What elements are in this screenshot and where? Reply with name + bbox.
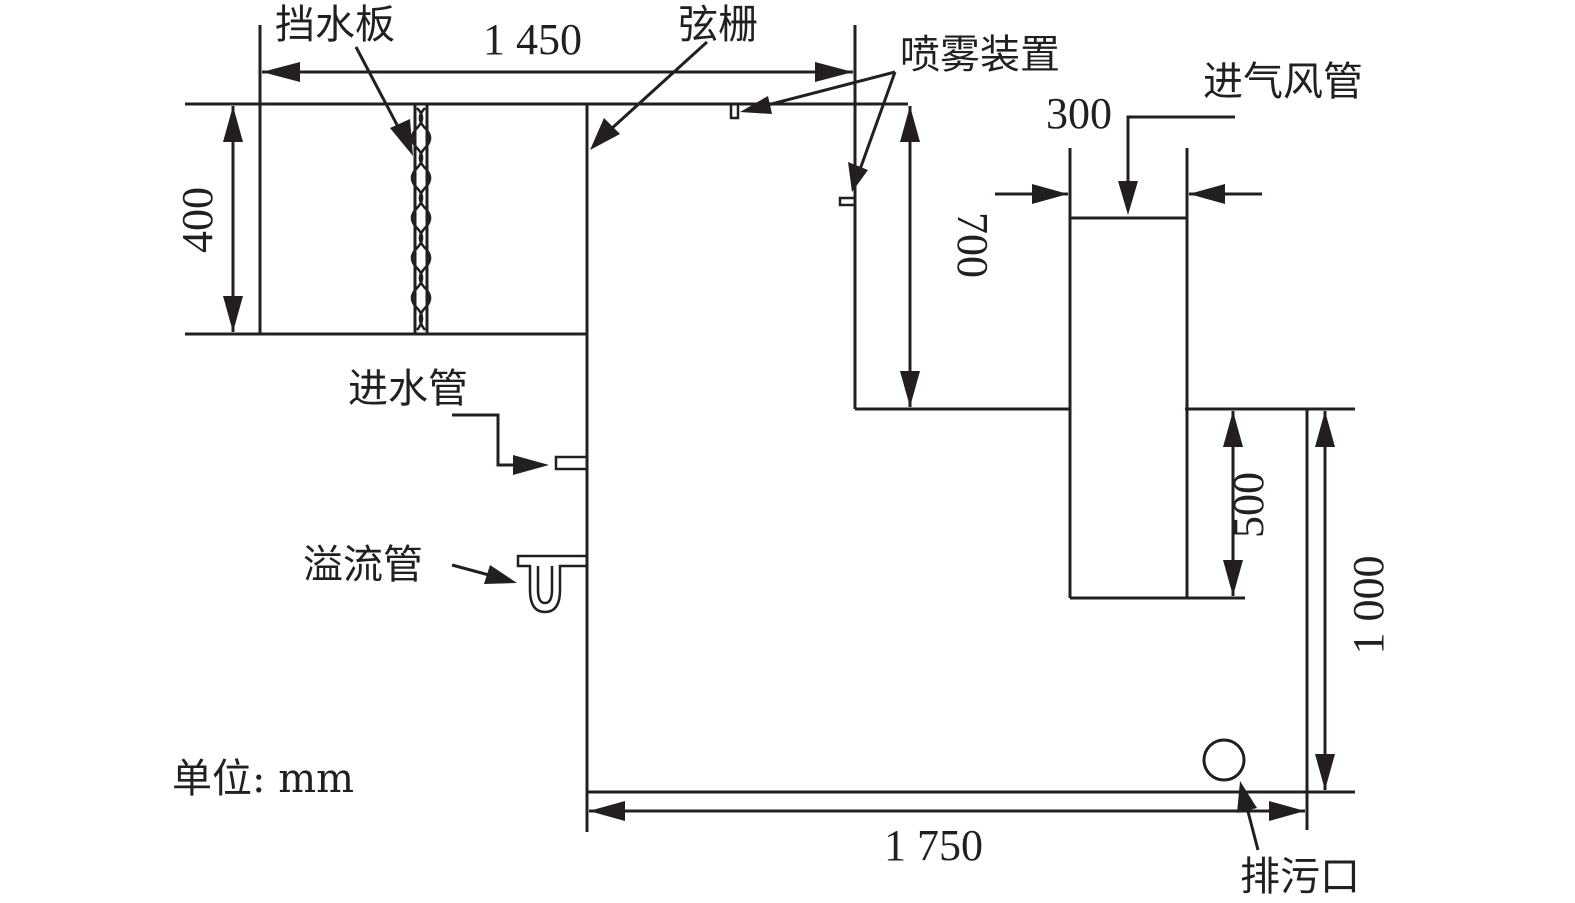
spray-nozzle-top <box>729 102 740 120</box>
dim-duct-width <box>995 184 1262 204</box>
dim-bottom-width-label: 1 750 <box>884 821 983 870</box>
label-spray-device: 喷雾装置 <box>900 32 1060 78</box>
leader-spray <box>740 70 897 192</box>
dim-tank-height-label: 1 000 <box>1344 556 1393 655</box>
dim-upper-right-height-label: 700 <box>948 212 997 278</box>
water-inlet-stub <box>554 455 589 471</box>
air-inlet-duct <box>1068 148 1245 600</box>
label-string-grid: 弦栅 <box>678 2 758 48</box>
label-water-inlet-pipe: 进水管 <box>348 366 468 412</box>
dim-upper-right-height <box>900 106 920 407</box>
leader-air-inlet <box>1118 115 1235 215</box>
dim-left-height <box>223 106 243 332</box>
label-drain-outlet: 排污口 <box>1240 854 1360 900</box>
dim-top-width-label: 1 450 <box>483 15 582 64</box>
dim-duct-width-label: 300 <box>1046 89 1112 138</box>
label-overflow-pipe: 溢流管 <box>303 542 423 588</box>
spray-chamber <box>853 25 1355 411</box>
label-baffle: 挡水板 <box>275 2 395 48</box>
dim-left-height-label: 400 <box>173 187 222 253</box>
drain-outlet-circle <box>1202 738 1246 782</box>
leader-string-grid <box>590 40 709 150</box>
leader-water-inlet <box>452 413 549 475</box>
unit-note: 单位: mm <box>172 756 354 802</box>
leader-baffle <box>354 46 413 156</box>
dim-top-width <box>262 62 853 82</box>
leader-drain <box>1237 781 1260 851</box>
dim-duct-insert <box>1223 411 1243 596</box>
dim-bottom-width <box>585 766 1305 832</box>
inlet-duct-housing <box>185 25 908 832</box>
baffle-plate <box>410 104 432 334</box>
dim-duct-insert-label: 500 <box>1224 472 1273 538</box>
label-air-inlet-duct: 进气风管 <box>1203 59 1363 105</box>
dim-tank-height <box>1315 411 1335 790</box>
overflow-pipe-trap <box>516 554 587 614</box>
spray-nozzle-side <box>838 196 857 207</box>
leader-overflow <box>451 563 517 584</box>
overflow-pipe-inner <box>536 566 554 605</box>
